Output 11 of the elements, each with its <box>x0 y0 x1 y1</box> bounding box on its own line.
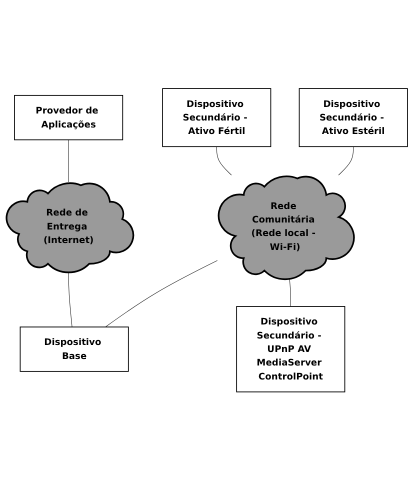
connector <box>105 260 218 328</box>
connector <box>338 146 354 176</box>
node-box: Provedor de Aplicações <box>14 94 124 140</box>
connector <box>216 146 232 176</box>
node-box: Dispositivo Secundário - Ativo Fértil <box>162 88 272 147</box>
connector <box>68 270 72 328</box>
node-box: Dispositivo Secundário - Ativo Estéril <box>298 88 408 147</box>
connector <box>68 139 69 182</box>
node-box: Dispositivo Base <box>20 326 129 372</box>
connector <box>289 277 291 307</box>
node-box: Dispositivo Secundário - UPnP AV MediaServer ControlPoint <box>236 306 346 392</box>
